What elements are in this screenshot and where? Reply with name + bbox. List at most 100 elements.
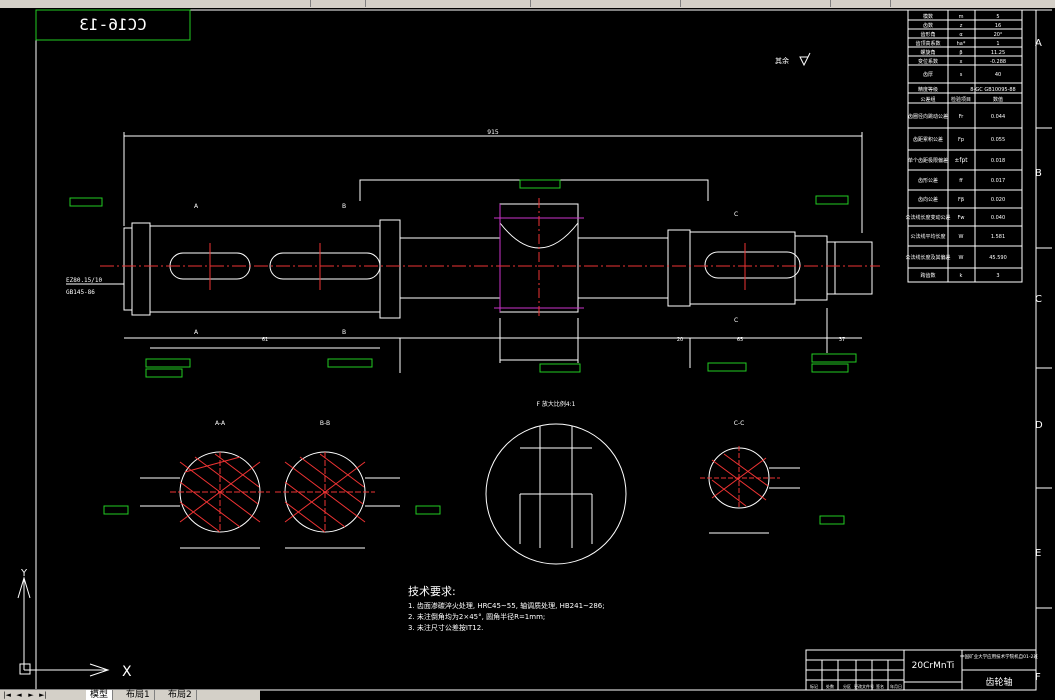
school: 中国矿业大学应用技术学院机自01-2班 <box>960 653 1038 660</box>
section-f-detail: F 放大比例4:1 <box>485 400 627 565</box>
table-cell: x <box>960 59 963 65</box>
section-c-c: C-C <box>700 420 800 534</box>
svg-text:65: 65 <box>737 337 743 343</box>
tab-layout2[interactable]: 布局2 <box>164 690 197 700</box>
table-cell: 0.017 <box>991 178 1005 184</box>
svg-text:A-A: A-A <box>215 420 226 427</box>
table-cell: 数值 <box>993 96 1003 103</box>
table-cell: 0.020 <box>991 197 1005 203</box>
border-letter-f: F <box>1035 672 1041 683</box>
table-cell: 40 <box>995 72 1001 78</box>
table-cell: 5 <box>996 14 999 20</box>
toolbar-segment[interactable] <box>310 0 366 7</box>
border-letter-e: E <box>1035 548 1041 559</box>
table-cell: 公法线平均长度 <box>910 233 945 240</box>
bracket <box>359 179 709 201</box>
toolbar-segment[interactable] <box>0 0 311 7</box>
drawing-code: CC16-13 <box>79 15 146 34</box>
table-cell: 齿距累积公差 <box>913 136 943 143</box>
table-cell: 公差组 <box>920 96 935 103</box>
table-cell: Fw <box>958 215 965 221</box>
table-cell: 齿圈径向跳动公差 <box>908 113 948 120</box>
table-cell: 跨齿数 <box>920 272 935 279</box>
svg-text:A: A <box>194 203 199 210</box>
left-fit-label: EZ80.15/10 <box>66 277 103 284</box>
table-cell: 20° <box>994 32 1003 38</box>
ucs-y-label: Y <box>20 568 28 579</box>
table-cell: 1.581 <box>991 234 1005 240</box>
svg-text:37: 37 <box>839 337 845 343</box>
table-cell: 齿数 <box>923 22 933 29</box>
table-cell: 3 <box>996 273 999 279</box>
section-a-a: A-A <box>140 420 270 549</box>
table-cell: 16 <box>995 23 1001 29</box>
table-cell: β <box>959 50 962 56</box>
tech-title: 技术要求: <box>408 585 456 598</box>
shaft-main-view <box>123 203 873 319</box>
table-cell: 公法线长度及其偏差 <box>905 254 950 261</box>
toolbar-segment[interactable] <box>365 0 531 7</box>
svg-text:处数: 处数 <box>826 683 834 689</box>
drawing-canvas[interactable]: A B C D E F CC16-13 其余 模数 m 5 齿数 z 16 <box>0 8 1055 692</box>
table-cell: α <box>959 32 963 38</box>
table-cell: ff <box>959 178 963 184</box>
table-cell: 1 <box>996 41 999 47</box>
svg-text:C-C: C-C <box>734 420 745 427</box>
svg-text:分区: 分区 <box>843 683 851 689</box>
table-cell: 检验项目 <box>951 96 971 103</box>
ucs-x-label: X <box>122 664 132 680</box>
tech-item-3: 3. 未注尺寸公差按IT12. <box>408 623 483 632</box>
border-letter-a: A <box>1035 38 1042 49</box>
layout-tab-bar: |◄ ◄ ► ►| 模型 布局1 布局2 <box>0 689 260 700</box>
svg-text:B-B: B-B <box>320 420 330 427</box>
table-cell: 螺旋角 <box>920 49 935 56</box>
border-letter-b: B <box>1035 168 1042 179</box>
table-cell: 齿形公差 <box>918 177 938 184</box>
table-cell: 齿厚 <box>923 72 933 78</box>
svg-text:61: 61 <box>262 337 268 343</box>
table-cell: k <box>960 273 963 279</box>
next-tab-button[interactable]: ► <box>28 691 34 699</box>
title-block: 20CrMnTi 中国矿业大学应用技术学院机自01-2班 齿轮轴 标记 处数 分… <box>805 649 1038 691</box>
table-cell: 齿形角 <box>920 31 935 38</box>
gear-table: 模数 m 5 齿数 z 16 齿形角 α 20° 齿顶高系数 ha* 1 螺旋角… <box>905 9 1023 283</box>
tab-model[interactable]: 模型 <box>86 690 114 700</box>
table-cell: 精度等级 <box>918 86 938 93</box>
ucs-icon: X Y <box>17 568 132 680</box>
table-cell: 0.055 <box>991 137 1005 143</box>
border-letter-d: D <box>1035 420 1043 431</box>
code-box <box>35 9 191 41</box>
table-cell: W <box>959 234 964 240</box>
table-cell: s <box>960 72 963 78</box>
svg-text:A: A <box>194 329 199 336</box>
table-cell: 11.25 <box>991 50 1005 56</box>
first-tab-button[interactable]: |◄ <box>3 691 11 699</box>
svg-text:标记: 标记 <box>810 683 818 689</box>
toolbar-segment[interactable] <box>830 0 891 7</box>
border-letter-c: C <box>1035 294 1042 305</box>
prev-tab-button[interactable]: ◄ <box>16 691 22 699</box>
table-cell: z <box>960 23 963 29</box>
table-cell: 模数 <box>923 13 933 20</box>
toolbar-segment[interactable] <box>680 0 831 7</box>
last-tab-button[interactable]: ►| <box>39 691 47 699</box>
svg-text:B: B <box>342 203 346 210</box>
tab-layout1[interactable]: 布局1 <box>122 690 155 700</box>
svg-text:C: C <box>734 211 738 218</box>
left-fit-sub: GB145-86 <box>66 289 95 296</box>
table-cell: 公法线长度变动公差 <box>905 214 950 221</box>
svg-text:F 放大比例4:1: F 放大比例4:1 <box>536 400 575 408</box>
table-cell: 变位系数 <box>918 58 938 65</box>
table-cell: ha* <box>957 41 966 47</box>
section-b-b: B-B <box>275 420 400 549</box>
toolbar-segment[interactable] <box>530 0 681 7</box>
svg-text:签名: 签名 <box>876 683 884 689</box>
tolerance-frames <box>69 179 857 525</box>
table-cell: Fp <box>958 137 964 143</box>
table-cell: ±fpt <box>954 157 968 164</box>
table-cell: 0.044 <box>991 114 1005 120</box>
table-cell: 0.040 <box>991 215 1005 221</box>
table-cell: 8-GC GB10095-88 <box>970 87 1016 93</box>
roughness-note: 其余 <box>775 56 789 65</box>
tech-item-1: 1. 齿面渗碳淬火处理, HRC45~55, 轴调质处理, HB241~286; <box>408 601 605 610</box>
